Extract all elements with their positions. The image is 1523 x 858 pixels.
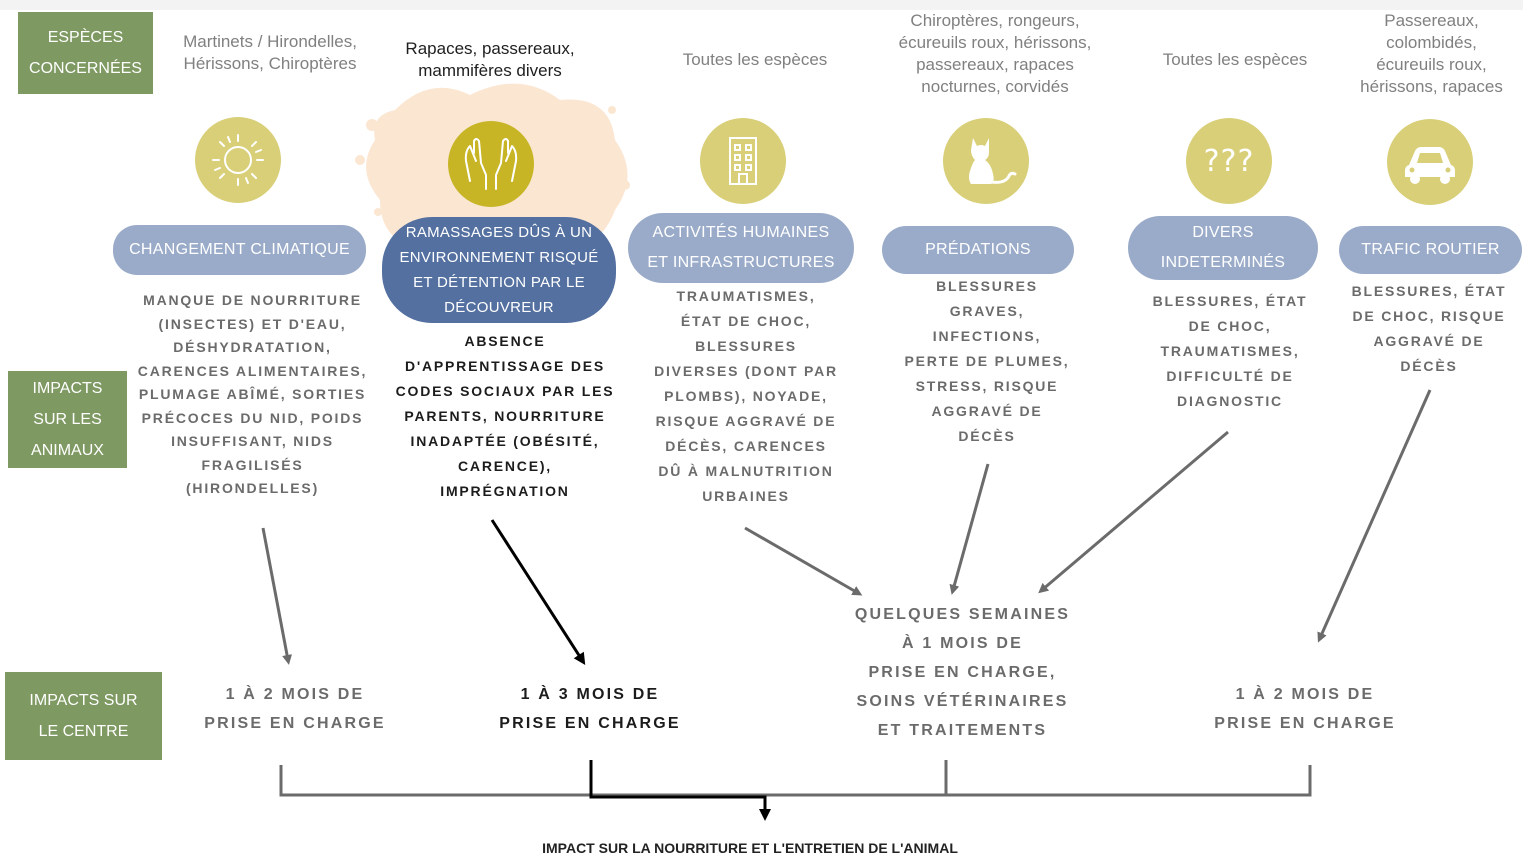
animal-impact-climate: MANQUE DE NOURRITURE (INSECTES) ET D'EAU… bbox=[137, 292, 368, 496]
row-label-animal-impacts: IMPACTS SUR LES ANIMAUX bbox=[8, 371, 127, 468]
top-strip bbox=[0, 0, 1523, 10]
species-human-activity: Toutes les espèces bbox=[682, 50, 828, 69]
row-label-species: ESPÈCES CONCERNÉES bbox=[18, 12, 153, 94]
centre-impact-grouped: QUELQUES SEMAINES À 1 MOIS DE PRISE EN C… bbox=[854, 606, 1071, 739]
arrow-road-traffic bbox=[1317, 389, 1432, 643]
animal-impact-human-activities: TRAUMATISMES, ÉTAT DE CHOC, BLESSURES DI… bbox=[654, 288, 838, 504]
species-undetermined: Toutes les espèces bbox=[1162, 50, 1308, 69]
cause-pill-predation: PRÉDATIONS bbox=[882, 226, 1074, 274]
cause-pill-pickups: RAMASSAGES DÛS À UN ENVIRONNEMENT RISQUÉ… bbox=[382, 217, 616, 323]
animal-impact-pickups: ABSENCE D'APPRENTISSAGE DES CODES SOCIAU… bbox=[395, 333, 615, 499]
animal-impact-undetermined: BLESSURES, ÉTAT DE CHOC, TRAUMATISMES, D… bbox=[1152, 293, 1308, 409]
arrow-pickups bbox=[490, 519, 586, 666]
bracket-line bbox=[279, 765, 1312, 797]
animal-impact-road-traffic: BLESSURES, ÉTAT DE CHOC, RISQUE AGGRAVÉ … bbox=[1351, 283, 1507, 374]
cause-pill-undetermined: DIVERS INDETERMINÉS bbox=[1128, 216, 1318, 280]
conclusion-text: IMPACT SUR LA NOURRITURE ET L'ENTRETIEN … bbox=[542, 840, 958, 856]
arrow-human-activities bbox=[744, 526, 863, 596]
species-pickup: Rapaces, passereaux, mammifères divers bbox=[405, 39, 575, 80]
centre-impact-road-traffic: 1 À 2 MOIS DE PRISE EN CHARGE bbox=[1214, 686, 1396, 732]
sun-icon bbox=[195, 117, 281, 203]
cause-pill-climate-change: CHANGEMENT CLIMATIQUE bbox=[113, 225, 366, 275]
species-climate: Martinets / Hirondelles, Hérissons, Chir… bbox=[183, 32, 357, 73]
building-icon bbox=[700, 118, 786, 204]
centre-impact-climate: 1 À 2 MOIS DE PRISE EN CHARGE bbox=[204, 686, 386, 732]
species-predation: Chiroptères, rongeurs, écureuils roux, h… bbox=[898, 11, 1092, 96]
question-marks-text: ??? bbox=[1203, 143, 1255, 179]
row-label-centre-impacts: IMPACTS SUR LE CENTRE bbox=[5, 672, 162, 760]
animal-impact-predation: BLESSURES GRAVES, INFECTIONS, PERTE DE P… bbox=[904, 278, 1070, 444]
arrow-climate bbox=[261, 527, 292, 665]
cause-pill-human-activities: ACTIVITÉS HUMAINES ET INFRASTRUCTURES bbox=[628, 213, 854, 283]
highlight-bracket bbox=[589, 760, 771, 821]
cat-icon bbox=[943, 118, 1029, 204]
caring-hands-icon bbox=[448, 121, 534, 207]
species-road-traffic: Passereaux, colombidés, écureuils roux, … bbox=[1360, 11, 1503, 96]
car-icon bbox=[1387, 119, 1473, 205]
centre-impact-pickups: 1 À 3 MOIS DE PRISE EN CHARGE bbox=[499, 686, 681, 732]
arrow-undetermined bbox=[1038, 430, 1229, 594]
arrow-predation bbox=[949, 463, 990, 595]
question-marks-icon: ??? bbox=[1186, 118, 1272, 204]
cause-pill-road-traffic: TRAFIC ROUTIER bbox=[1339, 226, 1522, 274]
